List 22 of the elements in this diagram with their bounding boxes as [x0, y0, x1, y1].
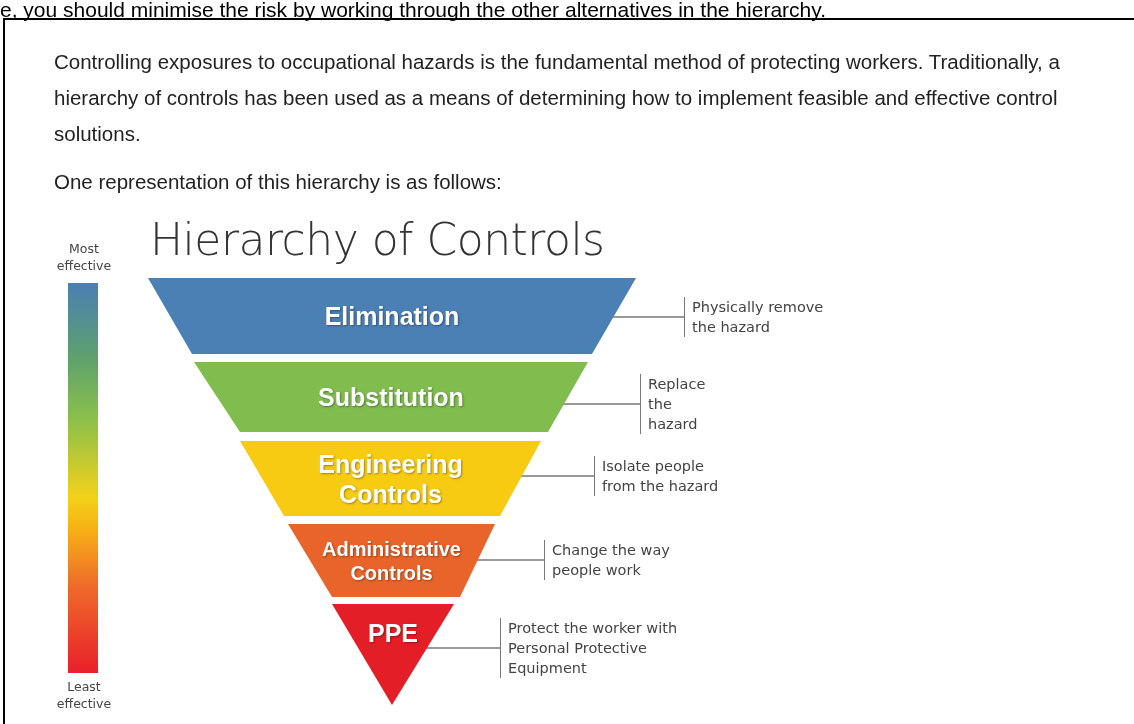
hierarchy-level-band — [332, 604, 454, 705]
description-text: Change the way people work — [544, 540, 692, 580]
band-label: Substitution — [317, 382, 465, 412]
hierarchy-level-band — [194, 362, 588, 432]
band-label: PPE — [367, 618, 419, 648]
description-text: Isolate people from the hazard — [594, 456, 742, 496]
scale-label: Least effective — [55, 678, 113, 712]
heading-text: e, you should minimise the risk by working through the other alternatives in the hierarchy. — [0, 0, 827, 22]
intro-paragraph: Controlling exposures to occupational hazards is the fundamental method of protecting workers. Traditionally, a hierarchy of controls has been used as a means of determining how to implement feasible and effective control solutions. — [54, 49, 1061, 147]
description-text: Replace the hazard — [640, 374, 723, 434]
band-label: Administrative Controls — [321, 536, 462, 585]
description-text: Physically remove the hazard — [684, 297, 832, 337]
description-text: Protect the worker with Personal Protective Equipment — [500, 618, 723, 678]
hierarchy-level-band — [288, 524, 495, 597]
effectiveness-scale-bar — [68, 283, 98, 673]
band-label: Elimination — [323, 301, 461, 331]
band-label: Engineering Controls — [317, 448, 464, 509]
scale-label: Most effective — [55, 240, 113, 274]
intro-paragraph: One representation of this hierarchy is as follows: — [54, 169, 502, 195]
hierarchy-level-band — [148, 278, 636, 354]
hierarchy-level-band — [240, 441, 541, 516]
diagram-title: Hierarchy of Controls — [150, 214, 605, 265]
